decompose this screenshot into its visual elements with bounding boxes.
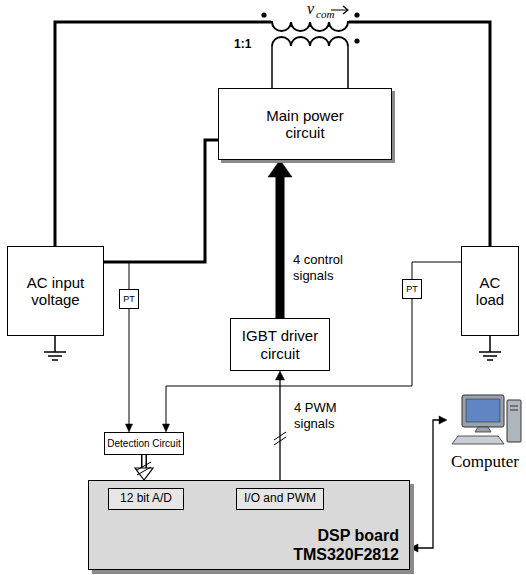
connector — [126, 309, 133, 432]
arrow-head — [410, 544, 418, 552]
computer-node: Computer — [447, 392, 523, 472]
polarity-dot — [261, 12, 266, 17]
node-text: 12 bit A/D — [120, 492, 172, 506]
connector — [276, 371, 285, 480]
polarity-dot — [354, 38, 359, 43]
process-box: Main power circuit — [218, 88, 392, 160]
polarity-dot — [354, 12, 359, 17]
connector-line — [166, 299, 412, 426]
arrow-head — [439, 416, 447, 424]
connector — [163, 299, 413, 432]
arrow-head — [268, 160, 292, 177]
circuit-box: Detection Circuit — [104, 432, 184, 455]
pt-wire — [412, 262, 461, 279]
computer-icon — [452, 395, 521, 444]
illustration — [44, 6, 521, 475]
connector-line — [276, 174, 285, 318]
node-text: PT — [406, 284, 418, 294]
node-text: IGBT driver circuit — [234, 327, 326, 362]
board-box: DSP board TMS320F2812 12 bit A/D I/O and P… — [88, 480, 410, 570]
connector-line — [55, 22, 490, 246]
arrow-head — [276, 371, 285, 380]
connector-line — [104, 140, 218, 262]
signal-label: 4 PWM signals — [292, 400, 358, 431]
connector-line — [416, 420, 440, 548]
connector-line — [129, 309, 130, 426]
arrow-head — [163, 424, 170, 432]
connector — [135, 455, 153, 480]
signal-label: 4 control signals — [291, 252, 367, 283]
source-box: AC input voltage — [7, 246, 104, 336]
node-text: AC input voltage — [11, 274, 100, 309]
primary-winding — [258, 22, 362, 31]
node-text: DSP board TMS320F2812 — [271, 526, 399, 564]
connector — [55, 22, 490, 246]
voltage-symbol: v — [307, 0, 314, 18]
node-text: Detection Circuit — [107, 438, 180, 450]
connector — [410, 416, 447, 552]
node-text: AC load — [465, 274, 515, 309]
ground-symbol — [479, 336, 501, 360]
secondary-winding — [272, 37, 348, 46]
connector — [268, 160, 292, 318]
transformer-box: PT — [402, 279, 422, 299]
bus-slash — [274, 432, 286, 445]
driver-box: IGBT driver circuit — [230, 318, 330, 371]
connector-line — [279, 378, 280, 480]
voltage-subscript: com — [316, 8, 334, 20]
ground-symbol — [44, 336, 66, 360]
node-text: I/O and PWM — [244, 492, 316, 506]
module-box: 12 bit A/D — [108, 488, 184, 510]
node-text: PT — [123, 294, 135, 304]
turns-ratio: 1:1 — [234, 37, 251, 51]
pt-wire — [129, 262, 130, 289]
arrow-head — [126, 424, 133, 432]
transformer-box: PT — [119, 289, 139, 309]
load-box: AC load — [461, 246, 519, 336]
bus-slash — [137, 462, 151, 475]
secondary-wire — [272, 46, 348, 88]
module-box: I/O and PWM — [236, 488, 324, 510]
node-text: Computer — [449, 452, 521, 472]
node-text: Main power circuit — [255, 107, 355, 142]
connector — [104, 140, 218, 262]
